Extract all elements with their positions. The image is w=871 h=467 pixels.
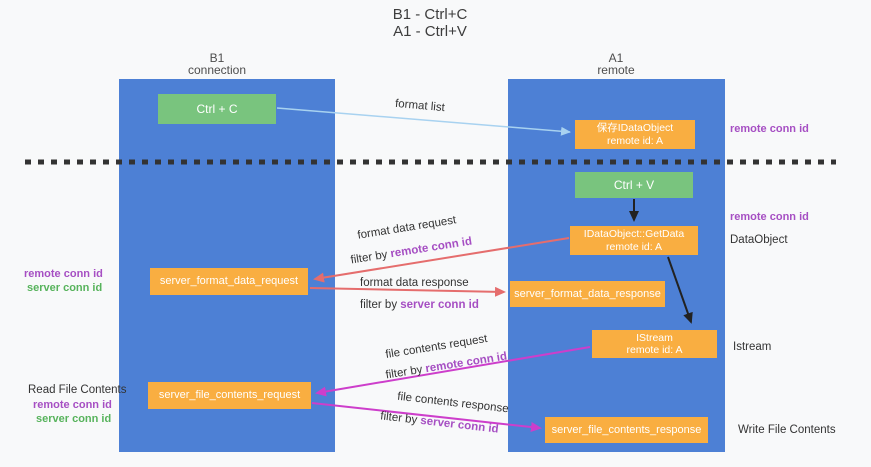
diagram-title: B1 - Ctrl+C A1 - Ctrl+V — [0, 6, 860, 40]
remote-conn-id-annotation-mid: remote conn id — [730, 211, 809, 223]
save-idataobject-line1: 保存IDataObject — [596, 122, 674, 134]
server-file-contents-request-label: server_file_contents_request — [158, 389, 301, 402]
label-format-data-response: format data response — [360, 277, 469, 289]
box-istream: IStream remote id: A — [592, 330, 717, 358]
dataobject-annotation: DataObject — [730, 234, 788, 246]
filter-by-text: filter by — [379, 410, 422, 427]
label-filter-server-format: filter by server conn id — [360, 299, 479, 311]
label-format-data-request: format data request — [356, 214, 458, 242]
remote-conn-id-annotation-format: remote conn id — [24, 268, 103, 280]
remote-conn-id-annotation-top: remote conn id — [730, 123, 809, 135]
server-conn-id-annotation-format: server conn id — [27, 282, 103, 294]
label-filter-server-file: filter by server conn id — [380, 410, 499, 435]
server-file-contents-response-label: server_file_contents_response — [551, 423, 702, 436]
box-ctrl-v: Ctrl + V — [575, 172, 693, 198]
server-conn-id-annotation-file: server conn id — [36, 413, 112, 425]
read-file-contents-annotation: Read File Contents — [28, 384, 127, 396]
remote-conn-id-highlight: remote conn id — [389, 235, 473, 261]
left-column-title: B1 — [209, 51, 225, 65]
remote-conn-id-highlight: remote conn id — [424, 350, 508, 376]
label-file-contents-response: file contents response — [396, 390, 510, 416]
left-column-header: B1 connection — [109, 52, 325, 76]
right-column-subtitle: remote — [597, 63, 635, 77]
box-idataobject-getdata: IDataObject::GetData remote id: A — [570, 226, 698, 255]
filter-by-text: filter by — [360, 299, 401, 311]
remote-conn-id-annotation-file: remote conn id — [33, 399, 112, 411]
label-format-list: format list — [394, 97, 446, 115]
istream-line1: IStream — [636, 331, 673, 344]
ctrl-v-label: Ctrl + V — [613, 177, 655, 192]
right-column-title: A1 — [608, 51, 624, 65]
getdata-line1: IDataObject::GetData — [583, 228, 685, 240]
box-server-format-data-response: server_format_data_response — [510, 281, 665, 307]
ctrl-c-label: Ctrl + C — [196, 101, 238, 116]
box-save-idataobject: 保存IDataObject remote id: A — [575, 120, 695, 149]
server-conn-id-highlight: server conn id — [419, 414, 500, 436]
box-ctrl-c: Ctrl + C — [158, 94, 276, 124]
write-file-contents-annotation: Write File Contents — [738, 424, 836, 436]
filter-by-text: filter by — [349, 248, 392, 267]
title-line-1: B1 - Ctrl+C — [392, 6, 468, 23]
istream-line2: remote id: A — [626, 344, 683, 356]
server-conn-id-highlight: server conn id — [400, 299, 479, 311]
server-format-data-response-label: server_format_data_response — [514, 287, 661, 300]
save-idataobject-line2: remote id: A — [606, 134, 664, 147]
istream-annotation: Istream — [733, 341, 772, 353]
getdata-line2: remote id: A — [605, 240, 663, 253]
box-server-format-data-request: server_format_data_request — [150, 268, 308, 295]
box-server-file-contents-request: server_file_contents_request — [148, 382, 311, 409]
box-server-file-contents-response: server_file_contents_response — [545, 417, 708, 443]
filter-by-text: filter by — [384, 363, 427, 382]
left-column-subtitle: connection — [187, 63, 247, 77]
title-line-2: A1 - Ctrl+V — [393, 23, 467, 40]
right-column-header: A1 remote — [508, 52, 724, 76]
server-format-data-request-label: server_format_data_request — [159, 275, 299, 288]
